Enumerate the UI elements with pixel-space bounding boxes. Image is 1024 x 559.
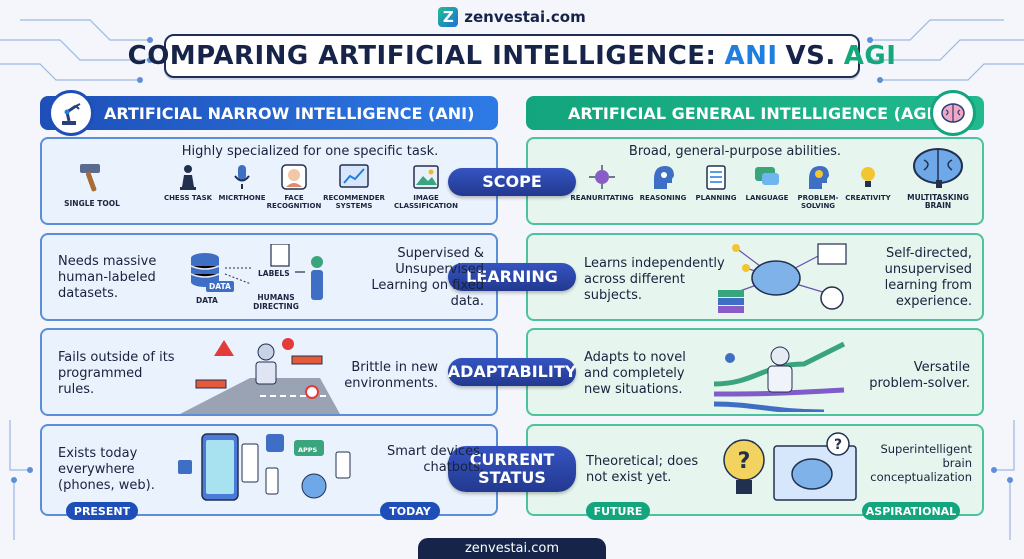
data-tag: DATA	[206, 281, 234, 292]
page-title: COMPARING ARTIFICIAL INTELLIGENCE: ANI V…	[128, 34, 896, 78]
head-bulb-icon	[803, 162, 833, 192]
hammer-icon	[72, 160, 112, 194]
current-status-line2: STATUS	[478, 468, 546, 487]
agi-learning-right: Self-directed, unsupervised learning fro…	[884, 246, 972, 309]
microphone-label: MICRTHONE	[218, 194, 266, 202]
agi-item-creativity: CREATIVITY	[832, 162, 904, 202]
agi-adaptability-panel	[526, 328, 984, 416]
recommender-systems-label: RECOMMENDER SYSTEMS	[323, 194, 385, 210]
agi-item-reasoning: REASONING	[627, 162, 699, 202]
zenvest-logo-icon: Z	[438, 7, 459, 27]
image-classification-item: IMAGE CLASSIFICATION	[390, 162, 462, 210]
face-scan-icon	[279, 162, 309, 192]
agi-item-planning-label: PLANNING	[695, 194, 737, 202]
robot-roadblock-scene	[180, 338, 340, 414]
svg-text:?: ?	[834, 437, 842, 453]
agi-header-label: ARTIFICIAL GENERAL INTELLIGENCE (AGI)	[568, 103, 940, 123]
agi-adaptability-right: Versatile problem-solver.	[869, 360, 970, 391]
title-vs: VS.	[785, 41, 836, 71]
agi-item-reanuritating: REANURITATING	[566, 162, 638, 202]
face-recognition-item: FACE RECOGNITION	[258, 162, 330, 210]
chess-icon	[173, 162, 203, 192]
title-ani: ANI	[724, 41, 778, 71]
present-pill: PRESENT	[66, 502, 138, 520]
robot-arm-icon	[48, 90, 94, 136]
brain-icon	[930, 90, 976, 136]
current-status-line1: CURRENT	[469, 450, 555, 469]
agi-item-language-label: LANGUAGE	[745, 194, 789, 202]
ani-status-right: Smart devices, chatbots.	[386, 444, 484, 475]
agi-item-reanuritating-label: REANURITATING	[570, 194, 634, 202]
ani-scope-heading: Highly specialized for one specific task…	[181, 144, 439, 159]
agi-status-right: Superintelligent brain conceptualization	[870, 442, 972, 484]
chat-bubble-icon	[752, 162, 782, 192]
current-status-pill: CURRENT STATUS	[448, 446, 576, 492]
adaptability-pill: ADAPTABILITY	[448, 358, 576, 386]
big-brain-icon	[910, 146, 966, 190]
ani-learning-right: Supervised & Unsupervised Learning on fi…	[371, 246, 484, 309]
data-label: DATA	[196, 296, 218, 305]
face-recognition-label: FACE RECOGNITION	[266, 194, 322, 210]
ani-status-left: Exists today everywhere (phones, web).	[58, 446, 155, 493]
ani-header: ARTIFICIAL NARROW INTELLIGENCE (ANI)	[40, 90, 498, 136]
chess-task-item: CHESS TASK	[152, 162, 224, 202]
brain-network-diagram	[718, 243, 847, 313]
multitasking-brain-label: MULTITASKING BRAIN	[907, 193, 969, 210]
ani-adaptability-right: Brittle in new environments.	[344, 360, 438, 391]
footer-domain: zenvestai.com	[418, 538, 606, 559]
agi-item-creativity-label: CREATIVITY	[845, 194, 891, 202]
microphone-icon	[227, 162, 257, 192]
ani-learning-left: Needs massive human-labeled datasets.	[58, 254, 157, 301]
labels-label: LABELS	[258, 269, 290, 278]
scope-pill: SCOPE	[448, 168, 576, 196]
brand-name: zenvestai.com	[464, 8, 586, 26]
microphone-item: MICRTHONE	[206, 162, 278, 202]
single-tool-label: SINGLE TOOL	[64, 199, 120, 208]
agi-header: ARTIFICIAL GENERAL INTELLIGENCE (AGI)	[526, 90, 984, 136]
robot-paths-scene	[714, 341, 846, 412]
image-icon	[411, 162, 441, 192]
recommender-systems-item: RECOMMENDER SYSTEMS	[318, 162, 390, 210]
single-tool-item: SINGLE TOOL	[54, 160, 130, 208]
head-gear-icon	[648, 162, 678, 192]
brand-header: Z zenvestai.com	[0, 6, 1024, 28]
title-agi: AGI	[843, 41, 897, 71]
agi-item-planning: PLANNING	[680, 162, 752, 202]
barrier-left	[195, 379, 227, 389]
aspirational-pill: ASPIRATIONAL	[862, 502, 960, 520]
chess-task-label: CHESS TASK	[163, 194, 213, 202]
svg-text:?: ?	[738, 449, 751, 474]
today-pill: TODAY	[380, 502, 440, 520]
image-classification-label: IMAGE CLASSIFICATION	[394, 194, 458, 210]
data-labeling-diagram	[190, 244, 323, 300]
humans-directing-label: HUMANS DIRECTING	[253, 293, 299, 311]
agi-status-left: Theoretical; does not exist yet.	[586, 454, 699, 485]
agi-item-reasoning-label: REASONING	[639, 194, 687, 202]
agi-item-problem-solving: PROBLEM-SOLVING	[782, 162, 854, 210]
checklist-icon	[701, 162, 731, 192]
multitasking-brain-item: MULTITASKING BRAIN	[898, 146, 978, 210]
future-brain-scene: ? ?	[723, 432, 857, 501]
ani-learning-panel	[40, 233, 498, 321]
agi-item-problem-solving-label: PROBLEM-SOLVING	[797, 194, 839, 210]
learning-pill: LEARNING	[448, 263, 576, 291]
neural-node-icon	[587, 162, 617, 192]
agi-adaptability-left: Adapts to novel and completely new situa…	[584, 350, 686, 397]
agi-item-language: LANGUAGE	[731, 162, 803, 202]
agi-scope-heading: Broad, general-purpose abilities.	[628, 144, 842, 159]
ani-adaptability-left: Fails outside of its programmed rules.	[58, 350, 175, 397]
chart-screen-icon	[339, 162, 369, 192]
devices-scene	[178, 433, 351, 501]
agi-learning-left: Learns independently across different su…	[584, 256, 725, 303]
light-bulb-icon	[853, 162, 883, 192]
apps-label: APPS	[298, 446, 318, 454]
future-pill: FUTURE	[586, 502, 650, 520]
ani-header-label: ARTIFICIAL NARROW INTELLIGENCE (ANI)	[104, 103, 475, 123]
title-main: COMPARING ARTIFICIAL INTELLIGENCE:	[127, 41, 717, 71]
